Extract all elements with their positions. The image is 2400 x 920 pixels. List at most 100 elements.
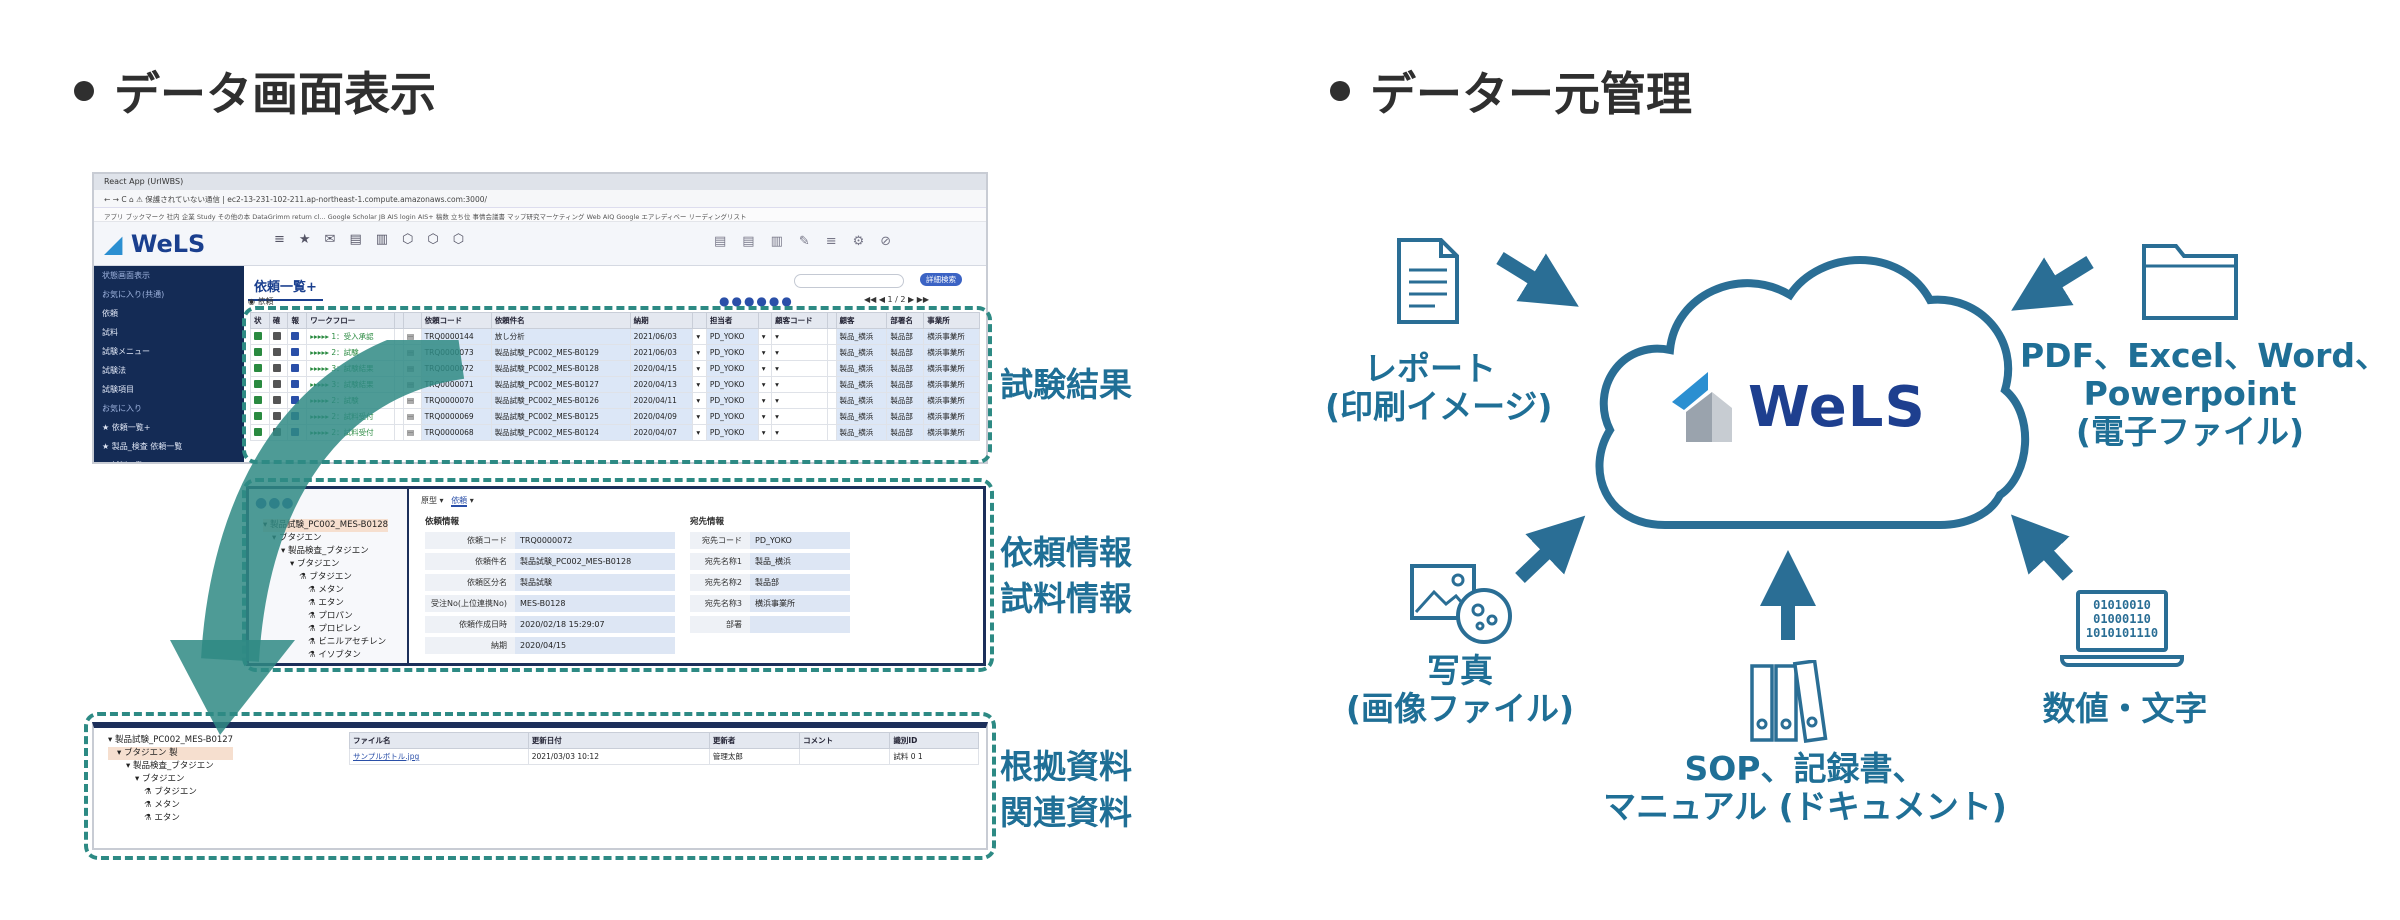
sidebar-item[interactable]: ★ 依頼一覧+ (102, 423, 151, 432)
grid-header[interactable]: 担当者 (705, 312, 759, 329)
detail-search-button[interactable]: 詳細検索 (920, 273, 962, 286)
sidebar-item[interactable]: 試験メニュー (102, 347, 150, 356)
browser-tab[interactable]: React App (UrlWBS) (104, 177, 184, 186)
form-value[interactable]: 2020/02/18 15:29:07 (515, 616, 675, 633)
tree-node[interactable]: ▾ ブタジエン 製 (108, 747, 234, 760)
grid-header[interactable]: 識別ID (889, 732, 979, 749)
tree-node[interactable]: ⚗ ブタジエン (144, 787, 197, 797)
bookmark-item[interactable]: 立ち位 (450, 213, 473, 221)
status-checkbox[interactable] (254, 363, 262, 372)
tree-node[interactable]: ⚗ エタン (144, 813, 180, 823)
pager[interactable]: ◀◀ ◀ 1 / 2 ▶ ▶▶ (864, 295, 930, 304)
tree-node[interactable]: ⚗ メタン (144, 800, 180, 810)
sidebar-item[interactable]: 試験項目 (102, 385, 134, 394)
tree-node[interactable]: ▾ ブタジエン (135, 774, 185, 784)
form-value[interactable]: 製品部 (750, 574, 850, 591)
bookmark-item[interactable]: DataGrimm return cl... (252, 213, 328, 221)
report-checkbox[interactable] (291, 363, 300, 372)
tree-node[interactable]: ▾ 製品試験_PC002_MES-B0127 (108, 735, 234, 745)
form-value[interactable] (750, 616, 850, 633)
detail-tree[interactable]: ▾ 製品試験_PC002_MES-B0128▾ ブタジエン▾ 製品検査_ブタジエ… (263, 519, 389, 662)
grid-action-buttons[interactable]: ●●●●●● (719, 294, 794, 308)
tree-node[interactable]: ▾ ブタジエン (272, 533, 322, 543)
report-checkbox[interactable] (291, 395, 300, 404)
files-tree[interactable]: ▾ 製品試験_PC002_MES-B0127 ▾ ブタジエン 製▾ 製品検査_ブタ… (108, 734, 234, 825)
form-value[interactable]: PD_YOKO (750, 532, 850, 549)
sidebar-item[interactable]: ★ 製品_検査 依頼一覧 (102, 442, 183, 451)
tree-node[interactable]: ⚗ プロパン (308, 611, 353, 621)
grid-header[interactable]: 納期 (629, 312, 694, 329)
grid-header[interactable]: 報 (287, 312, 308, 329)
sidebar-item[interactable]: 依頼 (102, 309, 118, 318)
grid-header[interactable]: 部署名 (886, 312, 925, 329)
confirm-checkbox[interactable] (272, 347, 281, 356)
grid-header[interactable]: 顧客 (835, 312, 888, 329)
form-value[interactable]: 横浜事業所 (750, 595, 850, 612)
tree-node[interactable]: ▾ 製品試験_PC002_MES-B0128 (263, 519, 389, 532)
search-input[interactable] (794, 274, 904, 288)
status-checkbox[interactable] (254, 347, 262, 356)
bookmark-item[interactable]: リーディングリスト (688, 213, 747, 221)
tree-node[interactable]: ▾ ブタジエン (290, 559, 340, 569)
bookmark-item[interactable]: 事情会議書 (472, 213, 508, 221)
app-toolbar-icons[interactable]: ≡★✉▤▥⬡⬡⬡ (274, 232, 479, 247)
tree-node[interactable]: ⚗ ブタジエン (299, 572, 352, 582)
table-cell[interactable]: サンプルボトル.jpg (349, 748, 529, 765)
tree-node[interactable]: ⚗ エタン (308, 598, 344, 608)
confirm-checkbox[interactable] (272, 411, 281, 420)
sidebar-item[interactable]: お気に入り(共通) (102, 290, 165, 299)
status-checkbox[interactable] (254, 411, 262, 420)
grid-header[interactable] (403, 312, 422, 329)
grid-header[interactable] (757, 312, 773, 329)
bookmark-item[interactable]: 社内 (166, 213, 182, 221)
tree-node[interactable]: ▾ 製品検査_ブタジエン (281, 546, 369, 556)
sidebar-item[interactable]: お気に入り (102, 404, 142, 413)
tree-node[interactable]: ⚗ イソブタン (308, 650, 361, 660)
bookmark-item[interactable]: その他の本 (217, 213, 253, 221)
status-checkbox[interactable] (254, 395, 262, 404)
confirm-checkbox[interactable] (272, 331, 281, 340)
sidebar-item[interactable]: 試験法 (102, 366, 126, 375)
app-toolbar-right-icons[interactable]: ▤▤▥✎≡⚙⊘ (714, 234, 908, 249)
confirm-checkbox[interactable] (272, 379, 281, 388)
grid-header[interactable]: ワークフロー (306, 312, 396, 329)
bookmark-item[interactable]: Google Scholar (327, 213, 379, 221)
grid-header[interactable]: 更新者 (708, 732, 801, 749)
bookmark-item[interactable]: Google (616, 213, 642, 221)
sidebar-item[interactable]: 状態画面表示 (102, 271, 150, 280)
report-checkbox[interactable] (291, 331, 300, 340)
report-checkbox[interactable] (291, 379, 300, 388)
sidebar-item[interactable]: ★ 試料一覧 (94, 456, 244, 462)
sidebar-item[interactable]: 試料 (102, 328, 118, 337)
status-checkbox[interactable] (254, 379, 262, 388)
form-value[interactable]: MES-B0128 (515, 595, 675, 612)
bookmark-item[interactable]: アプリ (104, 213, 126, 221)
status-checkbox[interactable] (254, 331, 262, 340)
status-checkbox[interactable] (254, 427, 262, 436)
bookmark-item[interactable]: AIS+ 稿数 (417, 213, 451, 221)
bookmark-item[interactable]: JB AIS login (378, 213, 418, 221)
confirm-checkbox[interactable] (272, 395, 281, 404)
detail-tabs[interactable]: 原型 ▾ 依頼 ▾ (421, 496, 474, 507)
subtab[interactable]: ◉ 依頼 (248, 297, 274, 306)
bookmark-item[interactable]: マップ研究マーケティング (507, 213, 587, 221)
form-value[interactable]: 製品_横浜 (750, 553, 850, 570)
form-value[interactable]: 製品試験_PC002_MES-B0128 (515, 553, 675, 570)
tree-node[interactable]: ▾ 製品検査_ブタジエン (126, 761, 214, 771)
confirm-checkbox[interactable] (272, 363, 281, 372)
grid-header[interactable]: 依頼件名 (490, 312, 631, 329)
tree-node[interactable]: ⚗ プロピレン (308, 624, 361, 634)
bookmark-item[interactable]: 企業 (181, 213, 197, 221)
bookmark-item[interactable]: エアレディベー (641, 213, 689, 221)
tree-node[interactable]: ⚗ ビニルアセチレン (308, 637, 387, 647)
form-value[interactable]: 2020/04/15 (515, 637, 675, 654)
browser-url-bar[interactable]: ← → C ⌂ ⚠ 保護されていない通信 | ec2-13-231-102-21… (94, 190, 986, 208)
tree-node[interactable]: ⚗ メタン (308, 585, 344, 595)
grid-header[interactable]: ファイル名 (349, 732, 529, 749)
bookmark-item[interactable]: Web AIQ (586, 213, 617, 221)
form-value[interactable]: 製品試験 (515, 574, 675, 591)
